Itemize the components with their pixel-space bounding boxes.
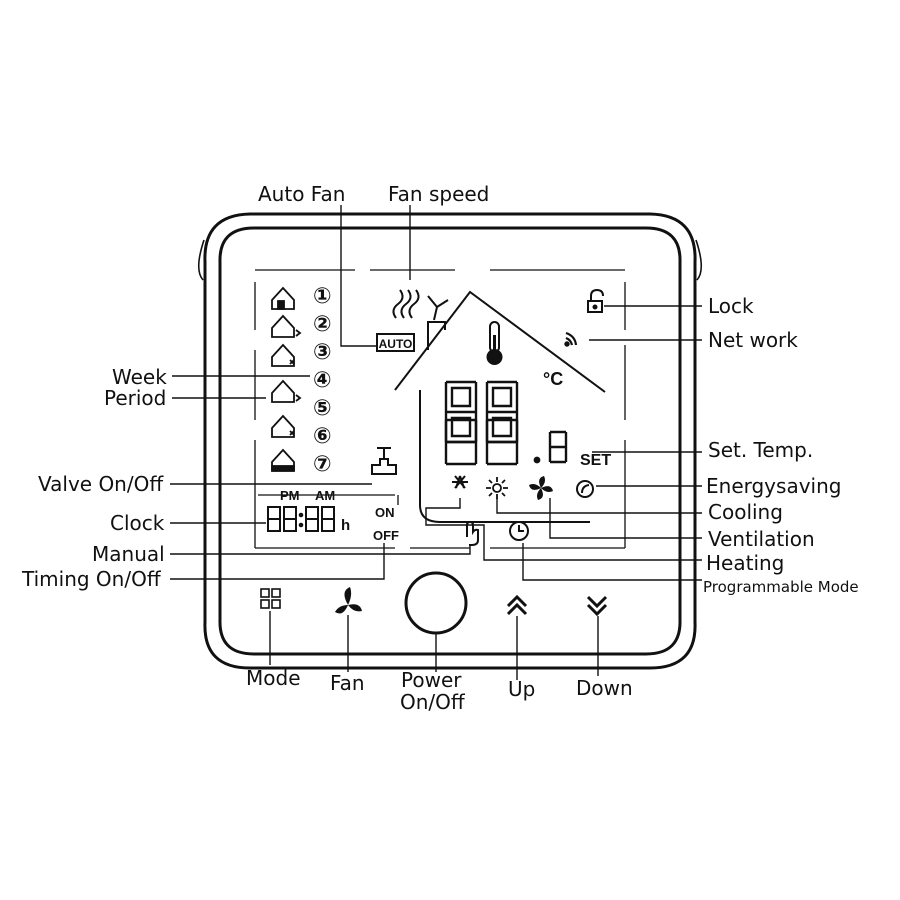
callout-labels: Auto Fan Fan speed Lock Net work Week Pe… bbox=[21, 182, 859, 714]
auto-badge: AUTO bbox=[376, 333, 415, 352]
leader-lines bbox=[170, 205, 702, 680]
label-week: Week bbox=[112, 365, 167, 389]
period-icons bbox=[271, 286, 302, 472]
fan-button[interactable] bbox=[335, 587, 362, 614]
digit-1 bbox=[444, 380, 478, 444]
fan-speed-icon bbox=[392, 289, 420, 319]
heating-flame-icon bbox=[452, 475, 468, 489]
hour-unit: h bbox=[341, 517, 350, 534]
set-label: SET bbox=[580, 452, 611, 469]
week-day-7: ⑦ bbox=[313, 452, 332, 477]
week-day-2: ② bbox=[313, 312, 332, 337]
manual-hand-icon bbox=[466, 520, 479, 546]
label-auto-fan: Auto Fan bbox=[258, 182, 345, 206]
label-network: Net work bbox=[708, 328, 798, 352]
label-fan-speed: Fan speed bbox=[388, 182, 489, 206]
temperature-digits-lower bbox=[444, 418, 568, 466]
label-power-button-line2: On/Off bbox=[400, 690, 466, 714]
label-period: Period bbox=[104, 386, 166, 410]
period-icon-1 bbox=[271, 286, 295, 310]
label-cooling: Cooling bbox=[708, 500, 783, 524]
digit-5 bbox=[446, 420, 476, 476]
label-valve: Valve On/Off bbox=[38, 472, 164, 496]
week-day-5: ⑤ bbox=[313, 396, 332, 421]
valve-icon bbox=[371, 447, 397, 475]
label-energysaving: Energysaving bbox=[706, 474, 841, 498]
week-day-numbers: ① ② ③ ④ ⑤ ⑥ ⑦ bbox=[313, 284, 332, 477]
temperature-digits bbox=[444, 380, 519, 476]
programmable-clock-icon bbox=[509, 521, 529, 541]
off-label: OFF bbox=[373, 528, 399, 543]
mode-button[interactable] bbox=[260, 588, 281, 609]
network-icon bbox=[564, 331, 578, 347]
week-day-1: ① bbox=[313, 284, 332, 309]
digit-2 bbox=[485, 380, 519, 444]
label-manual: Manual bbox=[92, 542, 165, 566]
up-button[interactable] bbox=[506, 594, 528, 616]
auto-badge-text: AUTO bbox=[379, 337, 413, 351]
on-label: ON bbox=[375, 505, 395, 520]
period-icon-3 bbox=[271, 343, 295, 367]
label-power-button-line1: Power bbox=[401, 668, 462, 692]
down-button[interactable] bbox=[586, 595, 608, 617]
label-down-button: Down bbox=[576, 676, 633, 700]
label-programmable-mode: Programmable Mode bbox=[703, 578, 859, 596]
label-up-button: Up bbox=[508, 677, 535, 701]
week-day-4: ④ bbox=[313, 368, 332, 393]
ventilation-fan-icon bbox=[529, 476, 553, 500]
label-clock: Clock bbox=[110, 511, 165, 535]
period-icon-4 bbox=[271, 379, 302, 403]
thermometer-icon bbox=[486, 321, 503, 365]
fan-icon bbox=[427, 295, 449, 321]
clock-digits bbox=[267, 506, 335, 532]
device-frame bbox=[197, 212, 703, 670]
pm-label: PM bbox=[280, 488, 300, 503]
week-day-3: ③ bbox=[313, 340, 332, 365]
sun-icon bbox=[486, 477, 508, 499]
am-label: AM bbox=[315, 488, 335, 503]
label-ventilation: Ventilation bbox=[708, 527, 815, 551]
lock-icon bbox=[587, 288, 604, 313]
label-set-temp: Set. Temp. bbox=[708, 438, 813, 462]
house-outline bbox=[394, 290, 606, 523]
label-fan-button: Fan bbox=[330, 671, 365, 695]
label-timing: Timing On/Off bbox=[21, 567, 162, 591]
label-lock: Lock bbox=[708, 294, 754, 318]
label-mode-button: Mode bbox=[246, 666, 301, 690]
celsius-unit: °C bbox=[543, 369, 563, 389]
period-icon-2 bbox=[271, 314, 302, 338]
power-button[interactable] bbox=[404, 571, 468, 635]
period-icon-5 bbox=[271, 414, 295, 438]
period-icon-6 bbox=[271, 448, 295, 472]
energysaving-icon bbox=[576, 480, 594, 498]
label-heating: Heating bbox=[706, 551, 784, 575]
week-day-6: ⑥ bbox=[313, 424, 332, 449]
